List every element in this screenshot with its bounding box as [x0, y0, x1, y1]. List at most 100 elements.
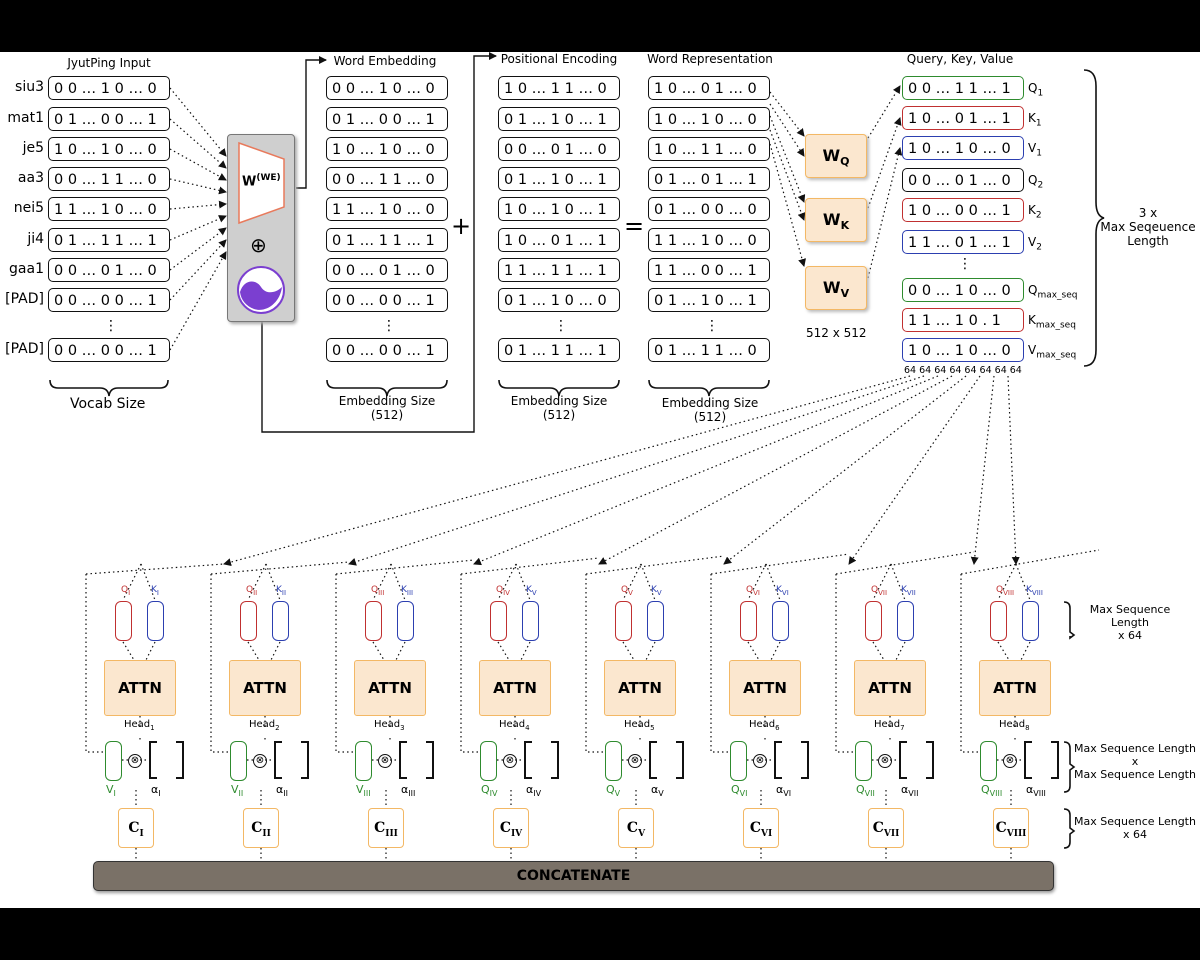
- qk-to-attn: [997, 641, 1031, 661]
- one-hot-vector: 1 0 … 1 0 … 0: [48, 137, 170, 161]
- connector-lines: [49, 52, 1105, 860]
- head-top: [335, 559, 475, 575]
- note2-l1: Max Sequence Length: [1074, 742, 1196, 755]
- token-label: aa3: [17, 170, 44, 186]
- key-pill: [522, 601, 539, 641]
- alpha-bracket-right: [426, 741, 434, 779]
- k-letter: K: [651, 585, 657, 595]
- qkv-to-head: [223, 375, 911, 567]
- input-connector: [169, 178, 227, 195]
- head-top: [460, 557, 600, 575]
- alpha-sub: II: [283, 789, 288, 799]
- qk-split: [872, 563, 906, 601]
- head-q-label: QVII: [871, 585, 887, 597]
- representation-vector: 1 1 … 1 0 … 0: [648, 228, 770, 252]
- q-letter: Q: [371, 585, 379, 595]
- qkv-label-letter: Q: [1028, 173, 1038, 187]
- equals-operator: =: [624, 212, 645, 240]
- qkv-label: V2: [1028, 235, 1042, 252]
- q-letter: Q: [746, 585, 754, 595]
- embedding-weight-block: W(WE) ⊕: [227, 134, 295, 322]
- alpha-bracket-right: [801, 741, 809, 779]
- otimes-icon: ⊗: [503, 754, 517, 768]
- query-pill: [490, 601, 507, 641]
- qkv-label-sub: 2: [1037, 180, 1044, 191]
- v-branch: [585, 574, 604, 753]
- positional-out-line: [261, 52, 497, 433]
- embedding-size-caption-3-l1: Embedding Size: [661, 396, 759, 410]
- qkv-label: K1: [1028, 111, 1042, 128]
- alpha-bracket-right: [176, 741, 184, 779]
- c-sub: I: [139, 828, 144, 839]
- qk-split: [497, 563, 531, 601]
- embedding-size-caption-1-l1: Embedding Size: [338, 394, 436, 408]
- header-jyutping-input: JyutPing Input: [67, 56, 151, 70]
- head-k-label: KV: [651, 585, 662, 597]
- head-v-label: QVIII: [981, 783, 1002, 798]
- qkv-to-head: [723, 375, 967, 565]
- v-letter: Q: [731, 783, 740, 796]
- head-v-label: QIV: [481, 783, 498, 798]
- qkv-label-letter: K: [1028, 203, 1036, 217]
- v-letter: Q: [856, 783, 865, 796]
- embedding-vector: 1 0 … 1 0 … 0: [326, 137, 448, 161]
- one-hot-vector: 0 1 … 1 1 … 1: [48, 228, 170, 252]
- head-top: [960, 549, 1100, 575]
- v-sub: V: [614, 789, 621, 799]
- v-branch: [335, 574, 354, 753]
- q-sub: II: [253, 588, 258, 597]
- value-pill: [105, 741, 122, 781]
- otimes-icon: ⊗: [253, 754, 267, 768]
- key-pill: [647, 601, 664, 641]
- token-label: mat1: [7, 110, 44, 126]
- head-k-label: KVII: [901, 585, 916, 597]
- head-q-label: QII: [246, 585, 257, 597]
- rep-to-w: [769, 91, 805, 137]
- head-label: Head5: [624, 719, 655, 732]
- wk-box: WK: [805, 198, 867, 242]
- value-pill: [605, 741, 622, 781]
- attn-block: ATTN: [354, 660, 426, 716]
- representation-vector: 0 1 … 0 1 … 1: [648, 167, 770, 191]
- head-index: 4: [525, 724, 530, 732]
- key-pill: [897, 601, 914, 641]
- token-label: [PAD]: [5, 291, 44, 307]
- representation-vector: 1 0 … 1 1 … 0: [648, 137, 770, 161]
- qk-to-attn: [497, 641, 531, 661]
- ellipsis-qkv: ⋮: [958, 256, 972, 272]
- alpha-sub: I: [158, 789, 161, 799]
- head-word: Head: [624, 719, 651, 730]
- qkv-label: Q1: [1028, 81, 1043, 98]
- head-index: 5: [650, 724, 655, 732]
- wq-sub: Q: [840, 155, 850, 169]
- qkv-label-letter: V: [1028, 141, 1037, 155]
- c-sub: VI: [760, 828, 773, 839]
- c-letter: C: [995, 820, 1007, 836]
- v-sub: VIII: [989, 789, 1003, 799]
- wv-main: W: [822, 278, 841, 297]
- v-sub: I: [113, 789, 116, 799]
- positional-vector: 0 1 … 1 0 … 0: [498, 288, 620, 312]
- qk-split: [747, 563, 781, 601]
- v-letter: Q: [606, 783, 615, 796]
- qkv-label-sub: max_seq: [1035, 320, 1076, 331]
- note2-l3: Max Sequence Length: [1074, 768, 1196, 781]
- alpha-sub: III: [408, 789, 416, 799]
- head-q-label: QVIII: [996, 585, 1014, 597]
- q-letter: Q: [871, 585, 879, 595]
- v-branch: [835, 574, 854, 753]
- head-index: 3: [400, 724, 405, 732]
- head-alpha-label: αVII: [901, 783, 918, 798]
- embedding-trapezoid-icon: [238, 141, 285, 225]
- wq-out: [867, 85, 901, 139]
- context-block: CIV: [493, 808, 529, 848]
- k-sub: V: [531, 588, 537, 597]
- c-sub: V: [638, 828, 646, 839]
- embedding-vector: 0 0 … 1 0 … 0: [326, 76, 448, 100]
- representation-vector: 0 1 … 0 0 … 0: [648, 197, 770, 221]
- qk-split: [997, 563, 1031, 601]
- qk-to-attn: [122, 641, 156, 661]
- embedding-size-caption-2: Embedding Size(512): [494, 394, 624, 422]
- token-label: ji4: [27, 231, 44, 247]
- embedding-vector: 1 1 … 1 0 … 0: [326, 197, 448, 221]
